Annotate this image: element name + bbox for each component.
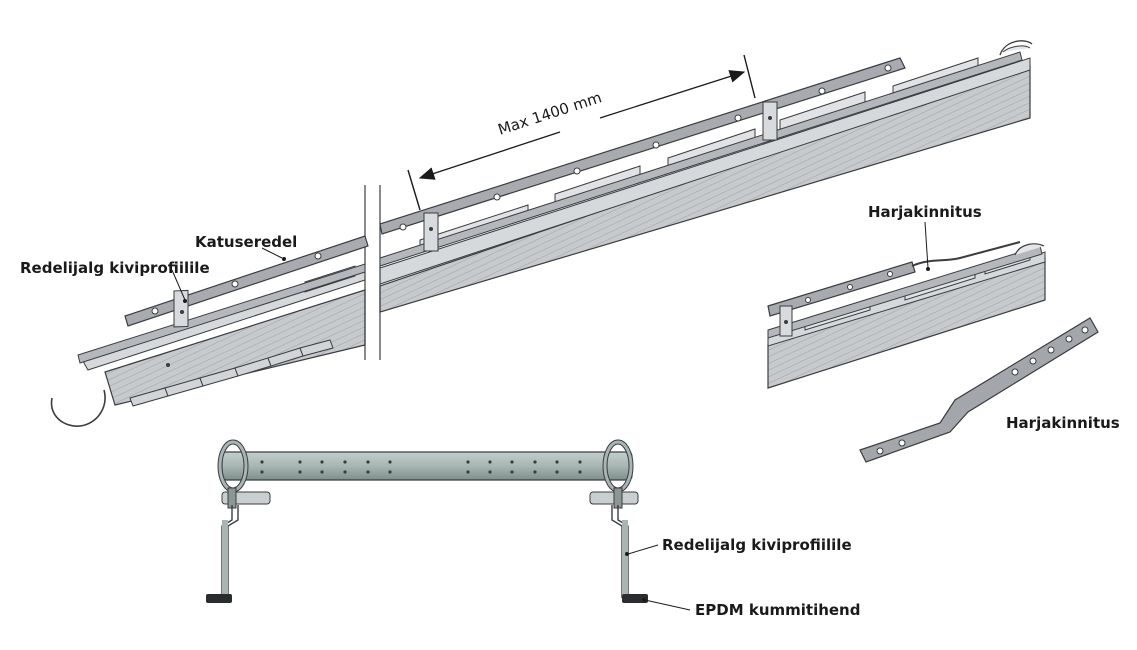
ladder-rail-lower-right — [379, 51, 1023, 267]
epdm-pad-right — [622, 594, 648, 603]
rung-holes — [260, 460, 582, 474]
detail-harjakinnitus-strap — [911, 241, 1021, 267]
roof-panel-right — [379, 65, 1031, 313]
epdm-pad-left — [206, 594, 232, 603]
bracket-screws — [166, 116, 772, 367]
strap-body — [859, 317, 1099, 463]
roof-panel-top-band — [379, 57, 1031, 285]
detail-rail-upper — [767, 261, 916, 317]
leader-harjakinnitus-detail — [924, 221, 929, 269]
ladder-front-view: Redelijalg kiviprofiilile EPDM kummitihe… — [206, 439, 860, 619]
gutter-icon — [50, 389, 106, 427]
ridge-detail: Harjakinnitus — [767, 203, 1046, 389]
label-harjakinnitus-strap: Harjakinnitus — [1006, 414, 1120, 432]
ladder-rail-lower — [77, 263, 366, 364]
roof-section-main: Max 1400 mm Katuseredel Redelijalg kivip… — [20, 40, 1033, 427]
dimension-arrow — [418, 131, 561, 180]
detail-rail-lower — [767, 245, 1043, 339]
dimension-tick-left — [407, 169, 421, 211]
label-redelijalg-top: Redelijalg kiviprofiilile — [20, 259, 210, 277]
leader-redelijalg-bottom — [627, 544, 659, 555]
leader-redelijalg-top — [171, 269, 186, 301]
tile-eave-ends — [129, 339, 334, 407]
label-katuseredel: Katuseredel — [195, 233, 297, 251]
dimension-tick-right — [743, 54, 756, 99]
ladder-rung-bar — [221, 451, 633, 481]
leader-epdm — [644, 599, 691, 611]
leader-katuseredel — [261, 247, 283, 259]
label-harjakinnitus-detail: Harjakinnitus — [868, 203, 982, 221]
label-redelijalg-bottom: Redelijalg kiviprofiilile — [662, 536, 852, 554]
dimension-label: Max 1400 mm — [496, 88, 604, 138]
dimension-arrow-right — [599, 70, 746, 119]
rail-holes — [151, 64, 892, 315]
ridge-hook-icon — [999, 40, 1033, 56]
label-epdm: EPDM kummitihend — [695, 601, 860, 619]
harjakinnitus-strap-part: Harjakinnitus — [859, 317, 1120, 463]
